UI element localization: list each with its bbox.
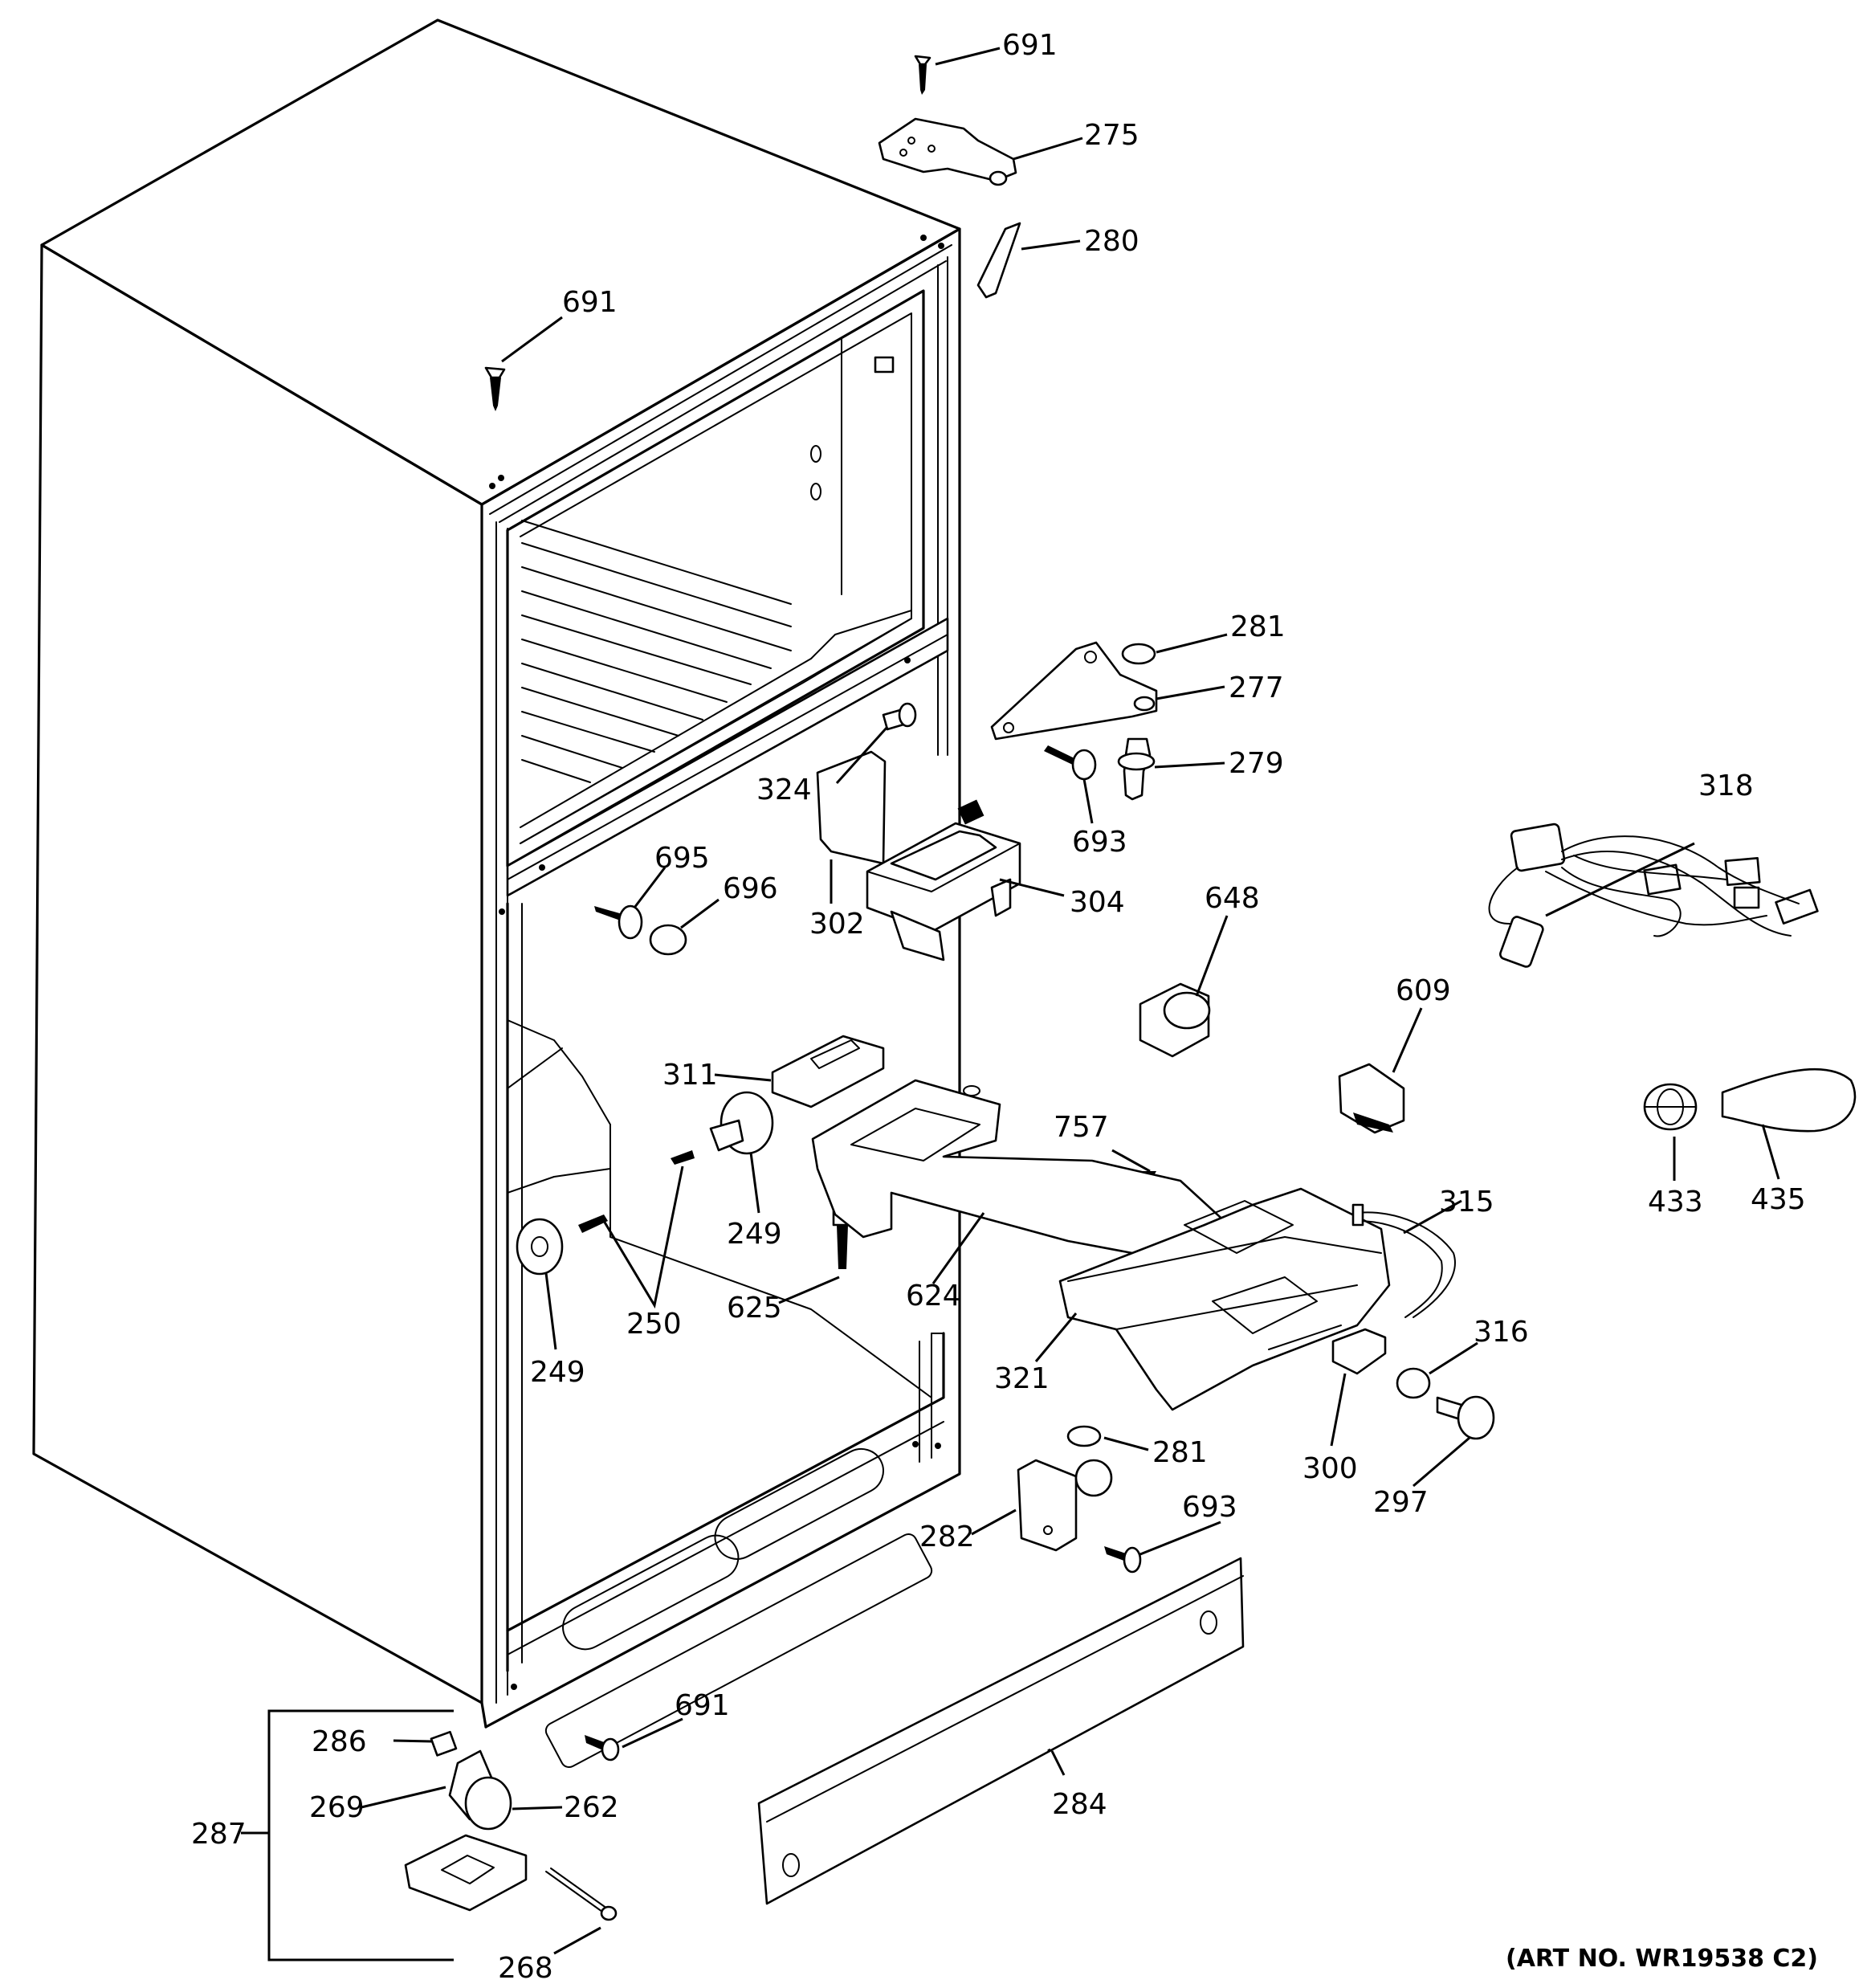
screw-691-left (484, 366, 506, 411)
sensor-315 (1351, 1203, 1456, 1318)
label-696: 696 (723, 872, 778, 905)
switch-609 (1338, 1063, 1405, 1134)
label-284: 284 (1052, 1788, 1107, 1821)
part-labels: 691 275 280 691 281 277 279 324 693 318 … (191, 29, 1818, 1985)
hinge-pin-279 (1117, 737, 1156, 801)
knob-249-lower (516, 1218, 564, 1276)
washer-281-top (1121, 643, 1156, 665)
label-262: 262 (564, 1791, 619, 1824)
label-279: 279 (1229, 747, 1284, 780)
label-275: 275 (1084, 119, 1139, 152)
label-691-lower: 691 (675, 1689, 730, 1722)
label-695: 695 (654, 842, 710, 875)
label-269: 269 (309, 1791, 365, 1824)
label-321: 321 (994, 1362, 1050, 1395)
screw-691-lower (585, 1735, 620, 1761)
label-249-upper: 249 (727, 1218, 782, 1251)
knob-249-upper (709, 1091, 774, 1155)
label-286: 286 (312, 1725, 367, 1758)
label-280: 280 (1084, 225, 1139, 258)
module-648 (1139, 982, 1211, 1058)
screw-693-lower (1104, 1546, 1142, 1574)
label-693: 693 (1072, 826, 1127, 859)
clip-286 (430, 1730, 458, 1757)
screw-693-top (1044, 745, 1097, 781)
label-693-lower: 693 (1182, 1491, 1237, 1524)
label-691-left: 691 (562, 286, 618, 319)
washer-281-lower (1066, 1425, 1102, 1447)
label-277: 277 (1229, 672, 1284, 704)
label-282: 282 (919, 1521, 975, 1553)
top-hinge-275 (878, 117, 1017, 186)
switch-300 (1331, 1328, 1387, 1375)
light-socket-433 (1643, 1083, 1698, 1131)
screw-691-top (914, 55, 932, 95)
label-281: 281 (1230, 610, 1286, 643)
plug-696 (649, 924, 687, 956)
plug-324 (882, 702, 917, 731)
freezer-ribs (521, 520, 792, 783)
hinge-cover-280 (976, 222, 1021, 299)
label-302: 302 (809, 908, 865, 941)
leader-lines (241, 47, 1780, 1961)
label-250: 250 (626, 1308, 682, 1341)
label-433: 433 (1648, 1186, 1703, 1219)
spacer-316 (1396, 1367, 1431, 1399)
wire-harness-318 (1488, 823, 1819, 968)
label-287: 287 (191, 1818, 247, 1851)
label-435: 435 (1751, 1183, 1806, 1216)
label-648: 648 (1205, 882, 1260, 915)
screw-250-lower (578, 1214, 608, 1233)
label-297: 297 (1373, 1486, 1429, 1519)
label-691: 691 (1002, 29, 1058, 62)
light-bulb-435 (1721, 1067, 1857, 1133)
label-625: 625 (727, 1292, 782, 1325)
tray-321 (1058, 1187, 1391, 1411)
label-249-lower: 249 (530, 1356, 585, 1389)
label-300: 300 (1302, 1452, 1358, 1485)
label-268: 268 (498, 1952, 553, 1985)
rod-268 (545, 1868, 618, 1921)
cover-311 (771, 1035, 885, 1108)
label-324: 324 (756, 774, 812, 806)
screw-695 (594, 904, 643, 940)
center-hinge-277 (990, 641, 1158, 741)
label-281-lower: 281 (1152, 1436, 1208, 1469)
knob-297 (1436, 1395, 1495, 1440)
label-316: 316 (1474, 1316, 1529, 1349)
screw-250-upper (671, 1150, 695, 1165)
art-number: (ART NO. WR19538 C2) (1506, 1945, 1818, 1973)
label-315: 315 (1439, 1186, 1494, 1219)
label-304: 304 (1070, 886, 1125, 919)
control-housing-304 (866, 799, 1021, 961)
kick-plate-284 (757, 1557, 1245, 1905)
label-609: 609 (1396, 974, 1451, 1007)
cabinet (32, 18, 961, 1769)
bracket-282 (1017, 1459, 1113, 1552)
roller-base (404, 1834, 528, 1912)
roller-262 (448, 1749, 512, 1831)
label-624: 624 (906, 1280, 961, 1312)
label-318: 318 (1698, 769, 1754, 802)
label-757: 757 (1054, 1111, 1109, 1144)
label-311: 311 (662, 1059, 718, 1092)
